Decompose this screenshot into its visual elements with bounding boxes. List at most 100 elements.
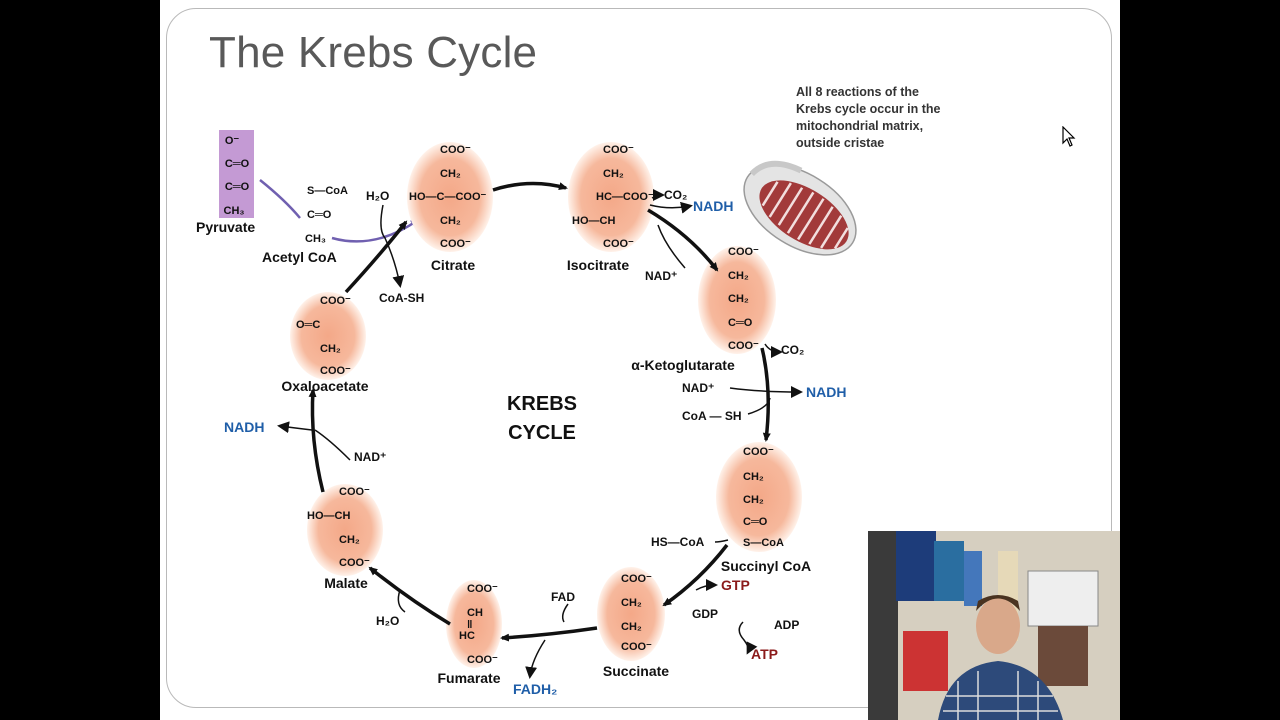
acetyl-coa-line-2: C═O: [307, 209, 332, 221]
arrow-hscoa: [714, 539, 729, 543]
nad-label-1: NAD⁺: [645, 269, 677, 283]
succinyl-line-2: CH₂: [743, 471, 764, 483]
arrow-adp-atp: [738, 621, 758, 655]
slide-title: The Krebs Cycle: [209, 28, 538, 77]
succinyl-line-3: CH₂: [743, 494, 764, 506]
citrate-line-5: COO⁻: [440, 238, 471, 250]
arrow-malate-oxaloacetate: [308, 388, 325, 493]
succinyl-coa-ellipse: [716, 442, 802, 552]
malate-line-1: COO⁻: [339, 486, 370, 498]
oxaloacetate-line-4: COO⁻: [320, 365, 351, 377]
akg-line-2: CH₂: [728, 270, 749, 282]
oxaloacetate-line-2: O═C: [296, 319, 320, 331]
arrow-nadh-1: [649, 201, 693, 214]
oxaloacetate: COO⁻ O═C CH₂ COO⁻ Oxaloacetate: [281, 292, 369, 394]
isocitrate-line-3: HC—COO⁻: [596, 191, 654, 203]
succinate-ellipse: [597, 567, 665, 661]
co2-label-2: CO₂: [781, 343, 804, 357]
coa-sh-label-2: CoA — SH: [682, 409, 742, 423]
nad-label-3: NAD⁺: [354, 450, 386, 464]
succinate-line-4: COO⁻: [621, 641, 652, 653]
akg-line-1: COO⁻: [728, 246, 759, 258]
gdp-label: GDP: [692, 607, 718, 621]
isocitrate-line-1: COO⁻: [603, 144, 634, 156]
arrow-nadh-3: [277, 421, 313, 434]
fumarate-line-1: COO⁻: [467, 583, 498, 595]
nadh-label-2: NADH: [806, 384, 846, 400]
malate-ellipse: [307, 484, 383, 576]
slide-border: [166, 8, 1112, 708]
fad-label: FAD: [551, 590, 575, 604]
arrow-akg-succinylcoa: [760, 347, 771, 442]
succinyl-coa: COO⁻ CH₂ CH₂ C═O S—CoA Succinyl CoA: [716, 442, 811, 574]
pyruvate: O⁻ C═O C═O CH₃ Pyruvate: [196, 130, 255, 235]
pyruvate-line-3: C═O: [225, 181, 250, 193]
alpha-ketoglutarate-ellipse: [698, 246, 776, 354]
isocitrate-line-5: COO⁻: [603, 238, 634, 250]
oxaloacetate-label: Oxaloacetate: [281, 378, 368, 394]
note-line-1: All 8 reactions of the: [796, 85, 919, 99]
citrate-ellipse: [407, 142, 493, 252]
fumarate: COO⁻ CH ‖ HC COO⁻ Fumarate: [437, 580, 502, 686]
succinate-line-2: CH₂: [621, 597, 642, 609]
succinyl-coa-label: Succinyl CoA: [721, 558, 811, 574]
alpha-ketoglutarate-label: α-Ketoglutarate: [631, 357, 735, 373]
presenter-video: [868, 531, 1120, 720]
arrow-co2-1: [651, 189, 665, 202]
mouse-pointer-icon: [1062, 126, 1076, 147]
arrow-citrate-isocitrate: [492, 181, 568, 192]
succinate-line-1: COO⁻: [621, 573, 652, 585]
acetyl-coa-line-3: CH₃: [305, 233, 326, 245]
succinyl-line-5: S—CoA: [743, 537, 784, 549]
arrow-isocitrate-akg: [647, 208, 719, 272]
malate-line-3: CH₂: [339, 534, 360, 546]
oxaloacetate-line-1: COO⁻: [320, 295, 351, 307]
webcam-overlay: [868, 531, 1120, 720]
arrow-nadh-2: [729, 385, 803, 398]
arrow-coash-2: [747, 397, 771, 415]
pyruvate-to-acetyl-arrow: [259, 179, 301, 219]
citrate-line-2: CH₂: [440, 168, 461, 180]
akg-line-5: COO⁻: [728, 340, 759, 352]
center-label-line-1: KREBS: [507, 393, 577, 415]
succinate-line-3: CH₂: [621, 621, 642, 633]
malate-label: Malate: [324, 575, 368, 591]
arrow-gtp: [695, 579, 718, 592]
note-line-3: mitochondrial matrix,: [796, 119, 923, 133]
slide: The Krebs Cycle O⁻ C═O C═O CH₃: [160, 0, 1120, 720]
isocitrate: COO⁻ CH₂ HC—COO⁻ HO—CH COO⁻ Isocitrate: [567, 142, 654, 273]
acetyl-to-citrate-arrow: [331, 218, 420, 243]
arrow-h2o-coash: [380, 204, 405, 288]
alpha-ketoglutarate: COO⁻ CH₂ CH₂ C═O COO⁻ α-Ketoglutarate: [631, 246, 776, 373]
isocitrate-line-2: CH₂: [603, 168, 624, 180]
acetyl-coa-line-1: S—CoA: [307, 185, 348, 197]
pyruvate-box: [219, 130, 254, 218]
arrow-succinylcoa-succinate: [662, 543, 729, 607]
citrate-line-3: HO—C—COO⁻: [409, 191, 487, 203]
arrow-co2-2: [764, 343, 783, 358]
oxaloacetate-line-3: CH₂: [320, 343, 341, 355]
acetyl-coa-label: Acetyl CoA: [262, 249, 337, 265]
arrow-fadh2: [525, 639, 546, 679]
succinate-label: Succinate: [603, 663, 669, 679]
succinate: COO⁻ CH₂ CH₂ COO⁻ Succinate: [597, 567, 669, 679]
nadh-label-1: NADH: [693, 198, 733, 214]
adp-label: ADP: [774, 618, 799, 632]
h2o-bottom-label: H₂O: [376, 614, 399, 628]
arrow-fad: [561, 603, 569, 623]
fumarate-line-4: HC: [459, 630, 475, 642]
succinyl-line-4: C═O: [743, 516, 768, 528]
succinyl-line-1: COO⁻: [743, 446, 774, 458]
gtp-label: GTP: [721, 577, 750, 593]
atp-label: ATP: [751, 646, 778, 662]
nad-label-2: NAD⁺: [682, 381, 714, 395]
pyruvate-label: Pyruvate: [196, 219, 255, 235]
h2o-top-label: H₂O: [366, 189, 389, 203]
isocitrate-label: Isocitrate: [567, 257, 629, 273]
malate-line-2: HO—CH: [307, 510, 350, 522]
akg-line-3: CH₂: [728, 293, 749, 305]
akg-line-4: C═O: [728, 317, 753, 329]
citrate-line-1: COO⁻: [440, 144, 471, 156]
isocitrate-line-4: HO—CH: [572, 215, 615, 227]
arrow-nad-3: [314, 429, 351, 461]
